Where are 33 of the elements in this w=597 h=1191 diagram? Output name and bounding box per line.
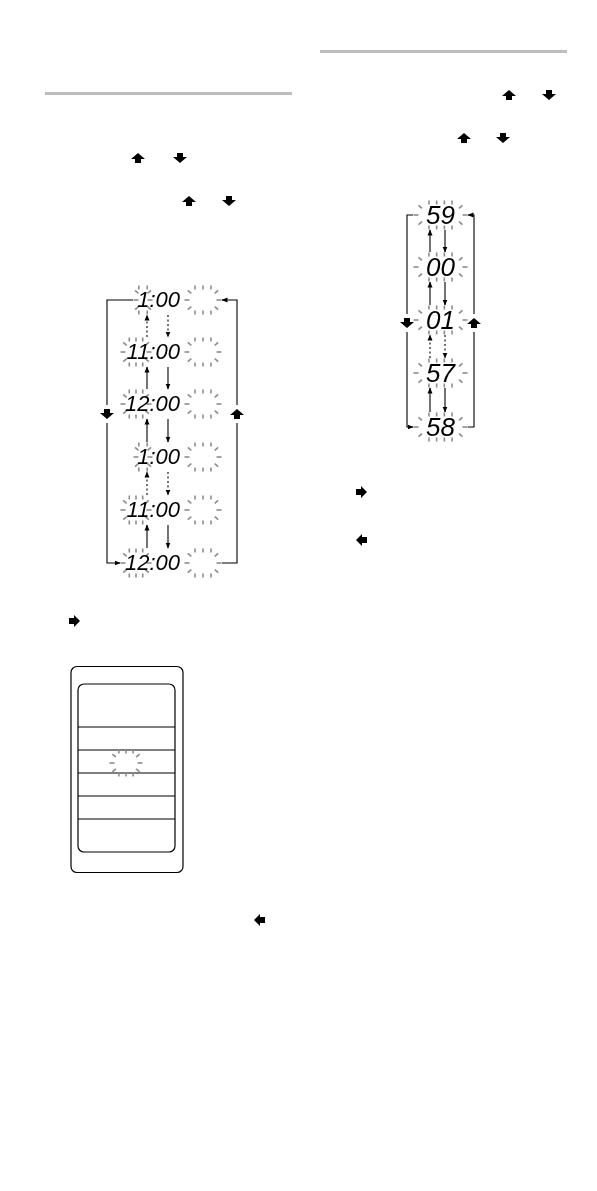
dotted-arrow: [165, 471, 171, 496]
arrow: [144, 524, 150, 549]
dotted-arrow: [165, 314, 171, 338]
lcd-reading: 11:00: [126, 340, 180, 364]
arrow: [442, 281, 448, 306]
arrow: [442, 229, 448, 253]
arrow: [165, 524, 171, 549]
arrow: [427, 281, 433, 306]
arrow: [165, 418, 171, 443]
arrow: [406, 214, 414, 430]
dotted-arrow: [442, 334, 448, 359]
lcd-reading: 11:00: [126, 498, 180, 522]
lcd-reading: 57: [426, 359, 455, 387]
dotted-arrow: [427, 334, 433, 359]
lcd-reading: 59: [426, 201, 455, 229]
arrow: [144, 366, 150, 390]
lcd-reading: 12:00: [124, 392, 180, 416]
lcd-reading: 00: [426, 253, 455, 281]
arrow: [442, 387, 448, 413]
arrow: [427, 387, 433, 413]
arrow: [106, 299, 134, 566]
arrow: [144, 418, 150, 443]
dotted-arrow: [144, 314, 150, 338]
arrow: [221, 297, 238, 564]
lcd-reading: 1:00: [137, 445, 180, 469]
arrow: [467, 212, 475, 428]
lcd-reading: 1:00: [137, 288, 180, 312]
arrow: [165, 366, 171, 390]
lcd-reading: 12:00: [124, 551, 180, 575]
dotted-arrow: [144, 471, 150, 496]
lcd-reading: 01: [426, 306, 455, 334]
arrow: [427, 229, 433, 253]
lcd-reading: 58: [426, 413, 455, 441]
